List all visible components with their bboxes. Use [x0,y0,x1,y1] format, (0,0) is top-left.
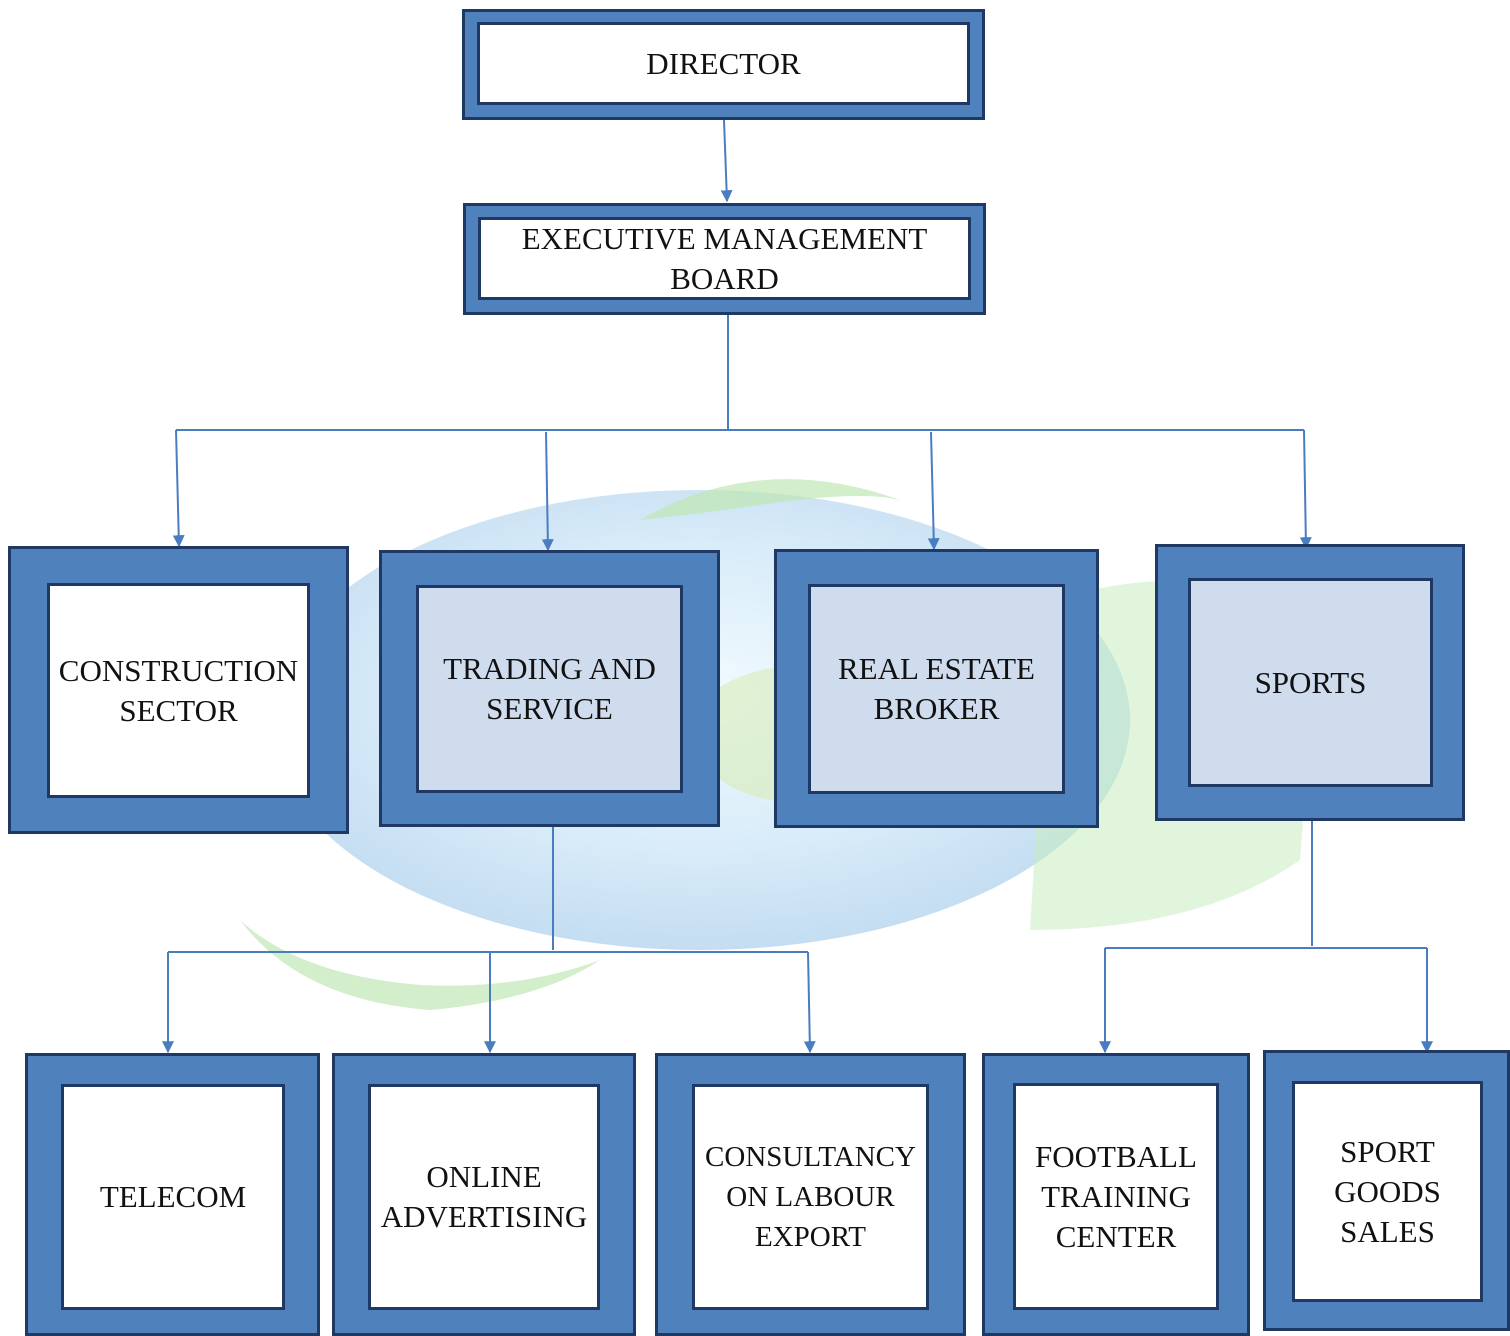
node-inner: TELECOM [61,1084,285,1310]
consultancy-label: CONSULTANCY ON LABOUR EXPORT [705,1141,916,1253]
node-consultancy-on-labour-export: CONSULTANCY ON LABOUR EXPORT [655,1053,966,1336]
node-inner: SPORTS [1188,578,1433,787]
node-football-training-center: FOOTBALL TRAINING CENTER [982,1053,1250,1336]
director-label: DIRECTOR [646,45,801,81]
node-inner: FOOTBALL TRAINING CENTER [1013,1083,1219,1310]
swoosh-top [640,479,900,520]
swoosh-left [240,920,600,1010]
online-advertising-label: ONLINE ADVERTISING [380,1159,588,1234]
node-executive-board: EXECUTIVE MANAGEMENT BOARD [463,203,986,315]
construction-label: CONSTRUCTION SECTOR [58,652,299,728]
node-director: DIRECTOR [462,9,985,120]
trading-label: TRADING AND SERVICE [443,651,656,726]
arrow-director-to-board [720,119,733,203]
node-telecom: TELECOM [25,1053,320,1336]
telecom-label: TELECOM [99,1179,247,1214]
real-estate-label: REAL ESTATE BROKER [838,651,1035,726]
node-trading-and-service: TRADING AND SERVICE [379,550,720,827]
arrow-to-trading [541,431,554,552]
node-inner: EXECUTIVE MANAGEMENT BOARD [478,217,971,300]
node-real-estate-broker: REAL ESTATE BROKER [774,549,1099,828]
node-inner: TRADING AND SERVICE [416,585,683,793]
node-inner: CONSTRUCTION SECTOR [47,583,310,798]
node-sport-goods-sales: SPORT GOODS SALES [1263,1050,1510,1331]
node-inner: CONSULTANCY ON LABOUR EXPORT [692,1084,929,1310]
arrow-to-construction [172,429,185,548]
node-sports: SPORTS [1155,544,1465,821]
arrow-to-sports [1299,429,1312,550]
football-label: FOOTBALL TRAINING CENTER [1035,1138,1197,1254]
sport-goods-label: SPORT GOODS SALES [1334,1133,1441,1249]
sports-label: SPORTS [1254,664,1367,700]
arrow-to-real-estate [927,431,940,551]
node-inner: REAL ESTATE BROKER [808,584,1065,794]
arrow-to-consultancy [803,951,816,1054]
node-online-advertising: ONLINE ADVERTISING [332,1053,636,1336]
node-inner: SPORT GOODS SALES [1292,1081,1483,1302]
executive-board-label: EXECUTIVE MANAGEMENT BOARD [521,220,928,296]
node-inner: DIRECTOR [477,22,970,105]
node-inner: ONLINE ADVERTISING [368,1084,600,1310]
node-construction-sector: CONSTRUCTION SECTOR [8,546,349,834]
